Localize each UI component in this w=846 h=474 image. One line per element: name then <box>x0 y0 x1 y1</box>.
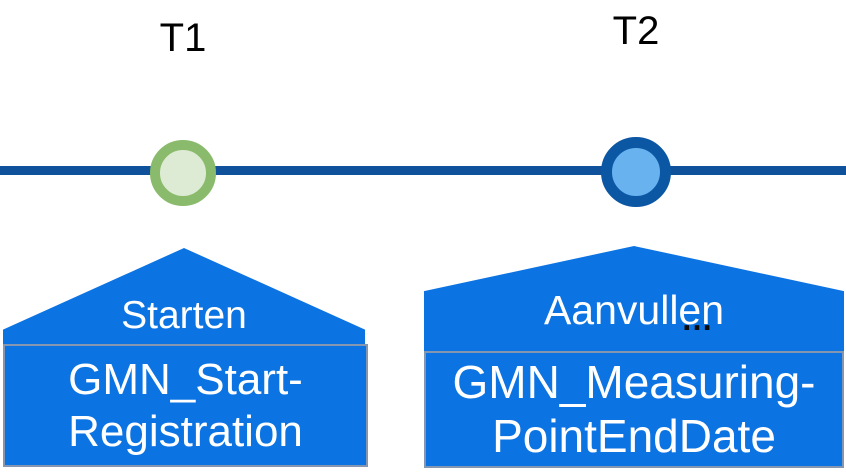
timepoint-label-t2: T2 <box>612 9 660 53</box>
callout-action-label-starten: Starten <box>121 294 247 337</box>
code-line: PointEndDate <box>492 409 776 462</box>
callout-box-gmn-measuringpointenddate: GMN_Measuring- PointEndDate <box>424 351 844 468</box>
ellipsis-text: … <box>681 301 716 337</box>
callout-roof-starten: Starten <box>3 248 365 344</box>
timeline-line <box>0 166 846 175</box>
callout-roof-aanvullen: Aanvullen <box>424 246 844 351</box>
timepoint-label-t1: T1 <box>159 16 207 60</box>
code-line: Registration <box>68 406 303 456</box>
code-line: GMN_Start- <box>68 354 303 404</box>
callout-action-label-aanvullen: Aanvullen <box>543 287 725 333</box>
code-line: GMN_Measuring- <box>452 356 816 409</box>
timeline-marker-t1-circle <box>150 140 216 206</box>
timeline-marker-t2-circle <box>601 137 671 207</box>
callout-box-gmn-start-registration: GMN_Start- Registration <box>3 344 368 467</box>
